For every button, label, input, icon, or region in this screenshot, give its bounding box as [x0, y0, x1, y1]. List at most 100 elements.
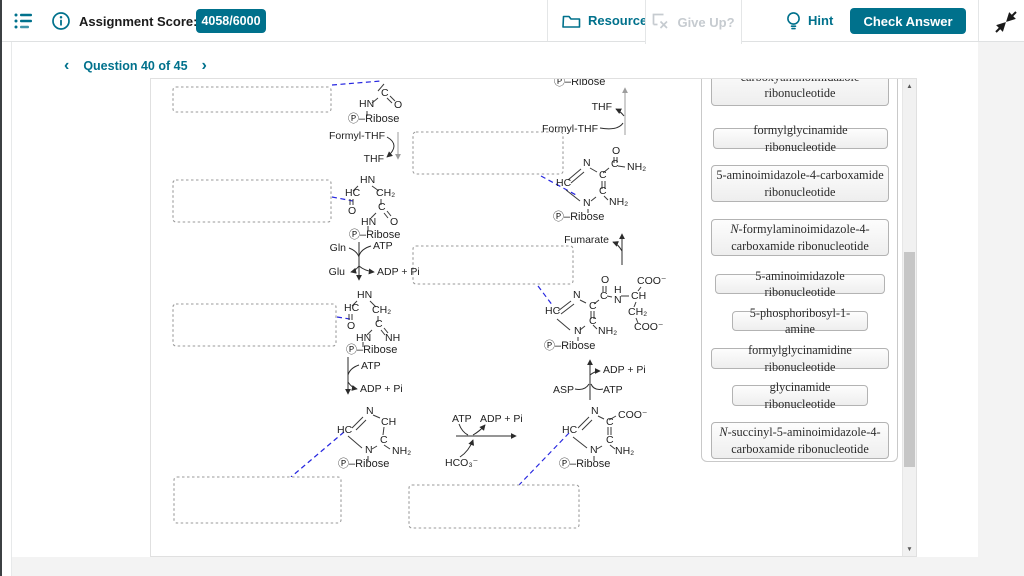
answer-dropbox-4[interactable] — [172, 303, 337, 347]
word-bank-chip[interactable]: 5-aminoimidazole-4-carboxamide ribonucle… — [711, 165, 889, 202]
atom-label: NH₂ — [609, 196, 628, 208]
phospho-ribose-label: Ⓟ–Ribose — [544, 339, 595, 352]
chip-label: glycinamide ribonucleotide — [764, 380, 836, 411]
word-bank-chip[interactable]: formylglycinamide ribonucleotide — [713, 123, 888, 154]
word-bank-chip[interactable]: N-succinyl-5-aminoimidazole-4-carboxamid… — [711, 422, 889, 459]
pathway-diagram-stage: C O HN Ⓟ–Ribose Formyl-THF THF — [150, 78, 917, 557]
atom-label: NH₂ — [627, 161, 646, 173]
atom-label: CH — [631, 290, 646, 302]
atom-label: O — [612, 145, 620, 157]
word-bank-chip[interactable]: glycinamide ribonucleotide — [732, 380, 868, 411]
resources-button[interactable]: Resources — [562, 0, 654, 41]
chip-label: formylglycinamide ribonucleotide — [753, 123, 848, 154]
purine-pathway-diagram: C O HN Ⓟ–Ribose Formyl-THF THF — [172, 79, 667, 529]
reaction-fumarate-up: Fumarate — [564, 233, 625, 265]
cofactor-label: Formyl-THF — [329, 130, 385, 142]
word-bank-chip[interactable]: N-formylaminoimidazole-4-carboxamide rib… — [711, 219, 889, 256]
structure-bonds — [349, 185, 392, 231]
give-up-icon — [652, 13, 670, 31]
give-up-label: Give Up? — [677, 14, 735, 30]
cofactor-label: ADP + Pi — [480, 413, 523, 425]
cofactor-label: ATP — [373, 240, 393, 252]
atom-label: HC — [556, 177, 572, 189]
hint-lightbulb-icon — [786, 11, 801, 31]
toolbar-divider — [978, 0, 979, 41]
structure-fgar: HN HC CH₂ O C HN O Ⓟ–Ribose — [345, 174, 400, 241]
question-counter: Question 40 of 45 — [83, 59, 188, 73]
hint-button[interactable]: Hint — [786, 0, 833, 41]
assignment-score-label: Assignment Score: — [79, 14, 198, 29]
atom-label: HC — [545, 305, 561, 317]
scrollbar-thumb[interactable] — [904, 252, 915, 467]
cofactor-label: Formyl-THF — [542, 123, 598, 135]
chip-label: 5-aminoimidazole ribonucleotide — [755, 268, 845, 299]
phospho-ribose-label: Ⓟ–Ribose — [346, 343, 397, 356]
cofactor-label: ATP — [603, 384, 623, 396]
question-navigation: ‹ Question 40 of 45 › — [64, 58, 207, 74]
assignment-menu-icon[interactable] — [13, 10, 35, 32]
structure-bonds — [366, 83, 396, 116]
give-up-button[interactable]: Give Up? — [645, 0, 742, 44]
cofactor-label: THF — [592, 101, 612, 113]
structure-bonds — [556, 286, 642, 341]
structure-bonds — [572, 415, 617, 461]
cofactor-label: ATP — [452, 413, 472, 425]
atom-label: C — [606, 416, 614, 428]
chip-italic-prefix: N — [730, 222, 739, 237]
cofactor-label: ADP + Pi — [360, 383, 403, 395]
atom-label: HC — [562, 424, 578, 436]
answer-dropbox-1[interactable] — [172, 86, 332, 113]
atom-label: CH₂ — [376, 187, 395, 199]
atom-label: C — [606, 434, 614, 446]
word-bank-chip[interactable]: formylglycinamidine ribonucleotide — [711, 343, 889, 374]
hint-label: Hint — [808, 13, 834, 28]
answer-dropbox-3[interactable] — [412, 131, 564, 175]
collapse-fullscreen-icon[interactable] — [994, 10, 1018, 34]
chip-italic-prefix: N — [719, 425, 728, 440]
answer-dropbox-6[interactable] — [173, 476, 342, 524]
answer-word-bank: carboxyaminoimidazole ribonucleotide for… — [701, 79, 898, 462]
chip-label: formylglycinamidine ribonucleotide — [748, 343, 852, 374]
left-rail — [2, 42, 12, 576]
structure-cair: N C COO⁻ HC C NH₂ N Ⓟ–Ribose — [559, 405, 648, 470]
word-bank-chip[interactable]: carboxyaminoimidazole ribonucleotide — [711, 79, 889, 106]
atom-label: HN — [356, 332, 371, 344]
scrollbar-down-arrow-icon[interactable]: ▼ — [906, 545, 913, 553]
atom-label: C — [600, 290, 608, 302]
check-answer-button[interactable]: Check Answer — [850, 8, 966, 34]
atom-label: C — [589, 300, 597, 312]
answer-dropbox-2[interactable] — [172, 179, 332, 223]
chip-label: carboxyaminoimidazole ribonucleotide — [741, 79, 860, 100]
info-icon[interactable] — [51, 11, 71, 31]
atom-label: C — [589, 315, 597, 327]
atom-label: N — [614, 294, 622, 306]
atom-label: HN — [361, 216, 376, 228]
cofactor-label: ADP + Pi — [603, 364, 646, 376]
resources-label: Resources — [588, 13, 655, 28]
scrollbar-up-arrow-icon[interactable]: ▲ — [906, 82, 913, 90]
top-toolbar: Assignment Score: 4058/6000 Resources Gi… — [0, 0, 1024, 44]
atom-label: NH — [385, 332, 400, 344]
chip-label: -formylaminoimidazole-4-carboxamide ribo… — [731, 222, 870, 253]
diagram-scrollbar[interactable]: ▲ ▼ — [902, 79, 916, 556]
atom-label: N — [574, 325, 582, 337]
atom-label: HC — [345, 187, 361, 199]
word-bank-chip[interactable]: 5-phosphoribosyl-1-amine — [732, 306, 868, 336]
phospho-ribose-label: Ⓟ–Ribose — [559, 457, 610, 470]
reaction-formylthf-thf-up: THF Formyl-THF — [542, 87, 628, 135]
word-bank-chip[interactable]: 5-aminoimidazole ribonucleotide — [715, 269, 885, 299]
previous-question-chevron[interactable]: ‹ — [64, 57, 70, 74]
atom-label: N — [590, 444, 598, 456]
toolbar-divider — [547, 0, 548, 41]
atom-label: O — [390, 216, 398, 228]
answer-dropbox-7[interactable] — [408, 484, 580, 529]
atom-label: NH₂ — [598, 325, 617, 337]
chip-label: 5-phosphoribosyl-1-amine — [749, 305, 851, 336]
resources-folder-icon — [562, 13, 581, 29]
answer-connector-lines — [290, 80, 579, 486]
next-question-chevron[interactable]: › — [201, 57, 207, 74]
atom-label: O — [394, 99, 402, 111]
answer-dropbox-5[interactable] — [412, 245, 574, 285]
atom-label: N — [573, 289, 581, 301]
reaction-asp-atp-up: ADP + Pi ASP ATP — [553, 359, 646, 400]
